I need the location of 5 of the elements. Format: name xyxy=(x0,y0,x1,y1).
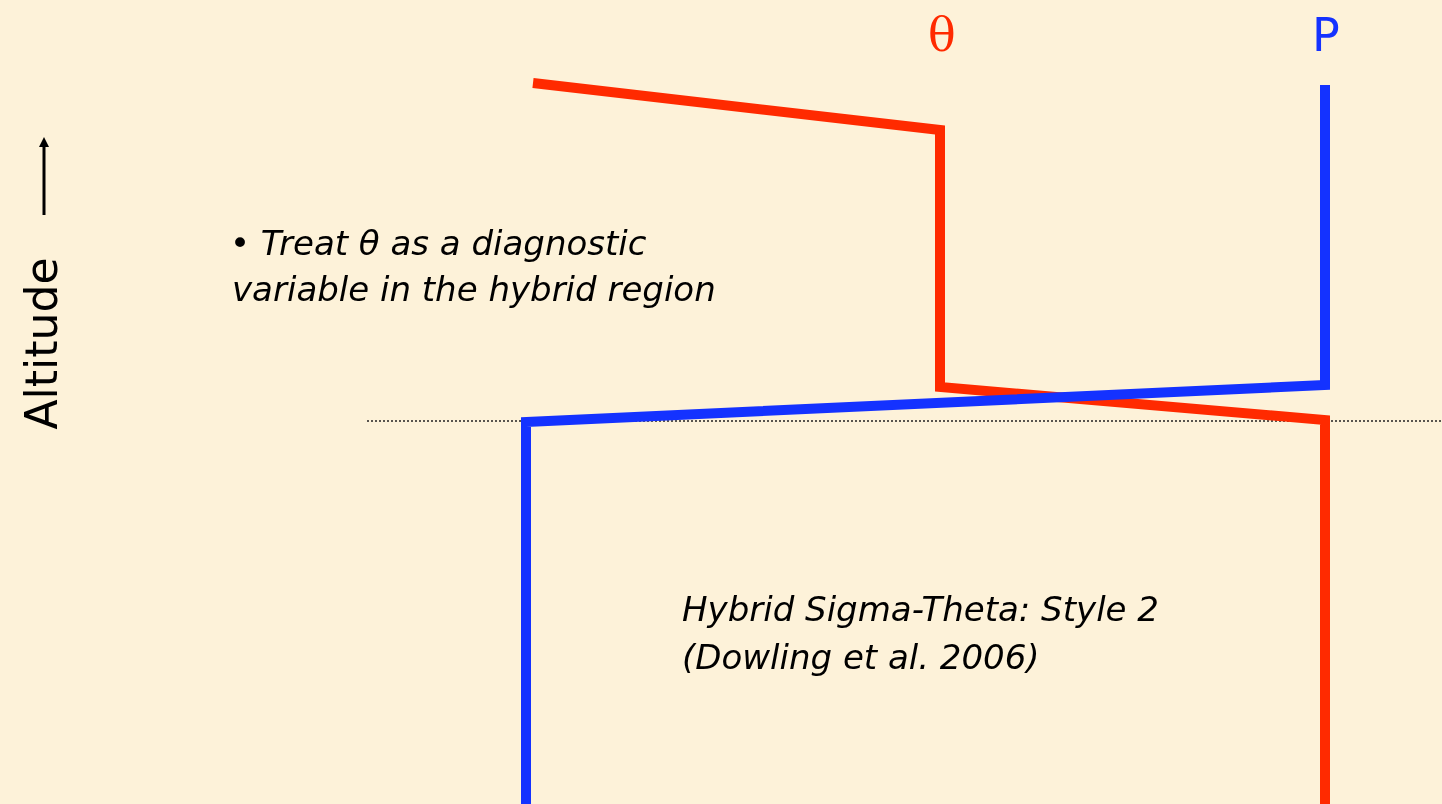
axis-label: Altitude xyxy=(16,257,68,430)
bullet-note: • Treat θ as a diagnostic variable in the hybrid region xyxy=(232,222,717,311)
curve-label: θ xyxy=(928,8,956,62)
caption: Hybrid Sigma-Theta: Style 2 (Dowling et al. 2006) xyxy=(682,588,1160,679)
curve-label: P xyxy=(1312,8,1340,62)
